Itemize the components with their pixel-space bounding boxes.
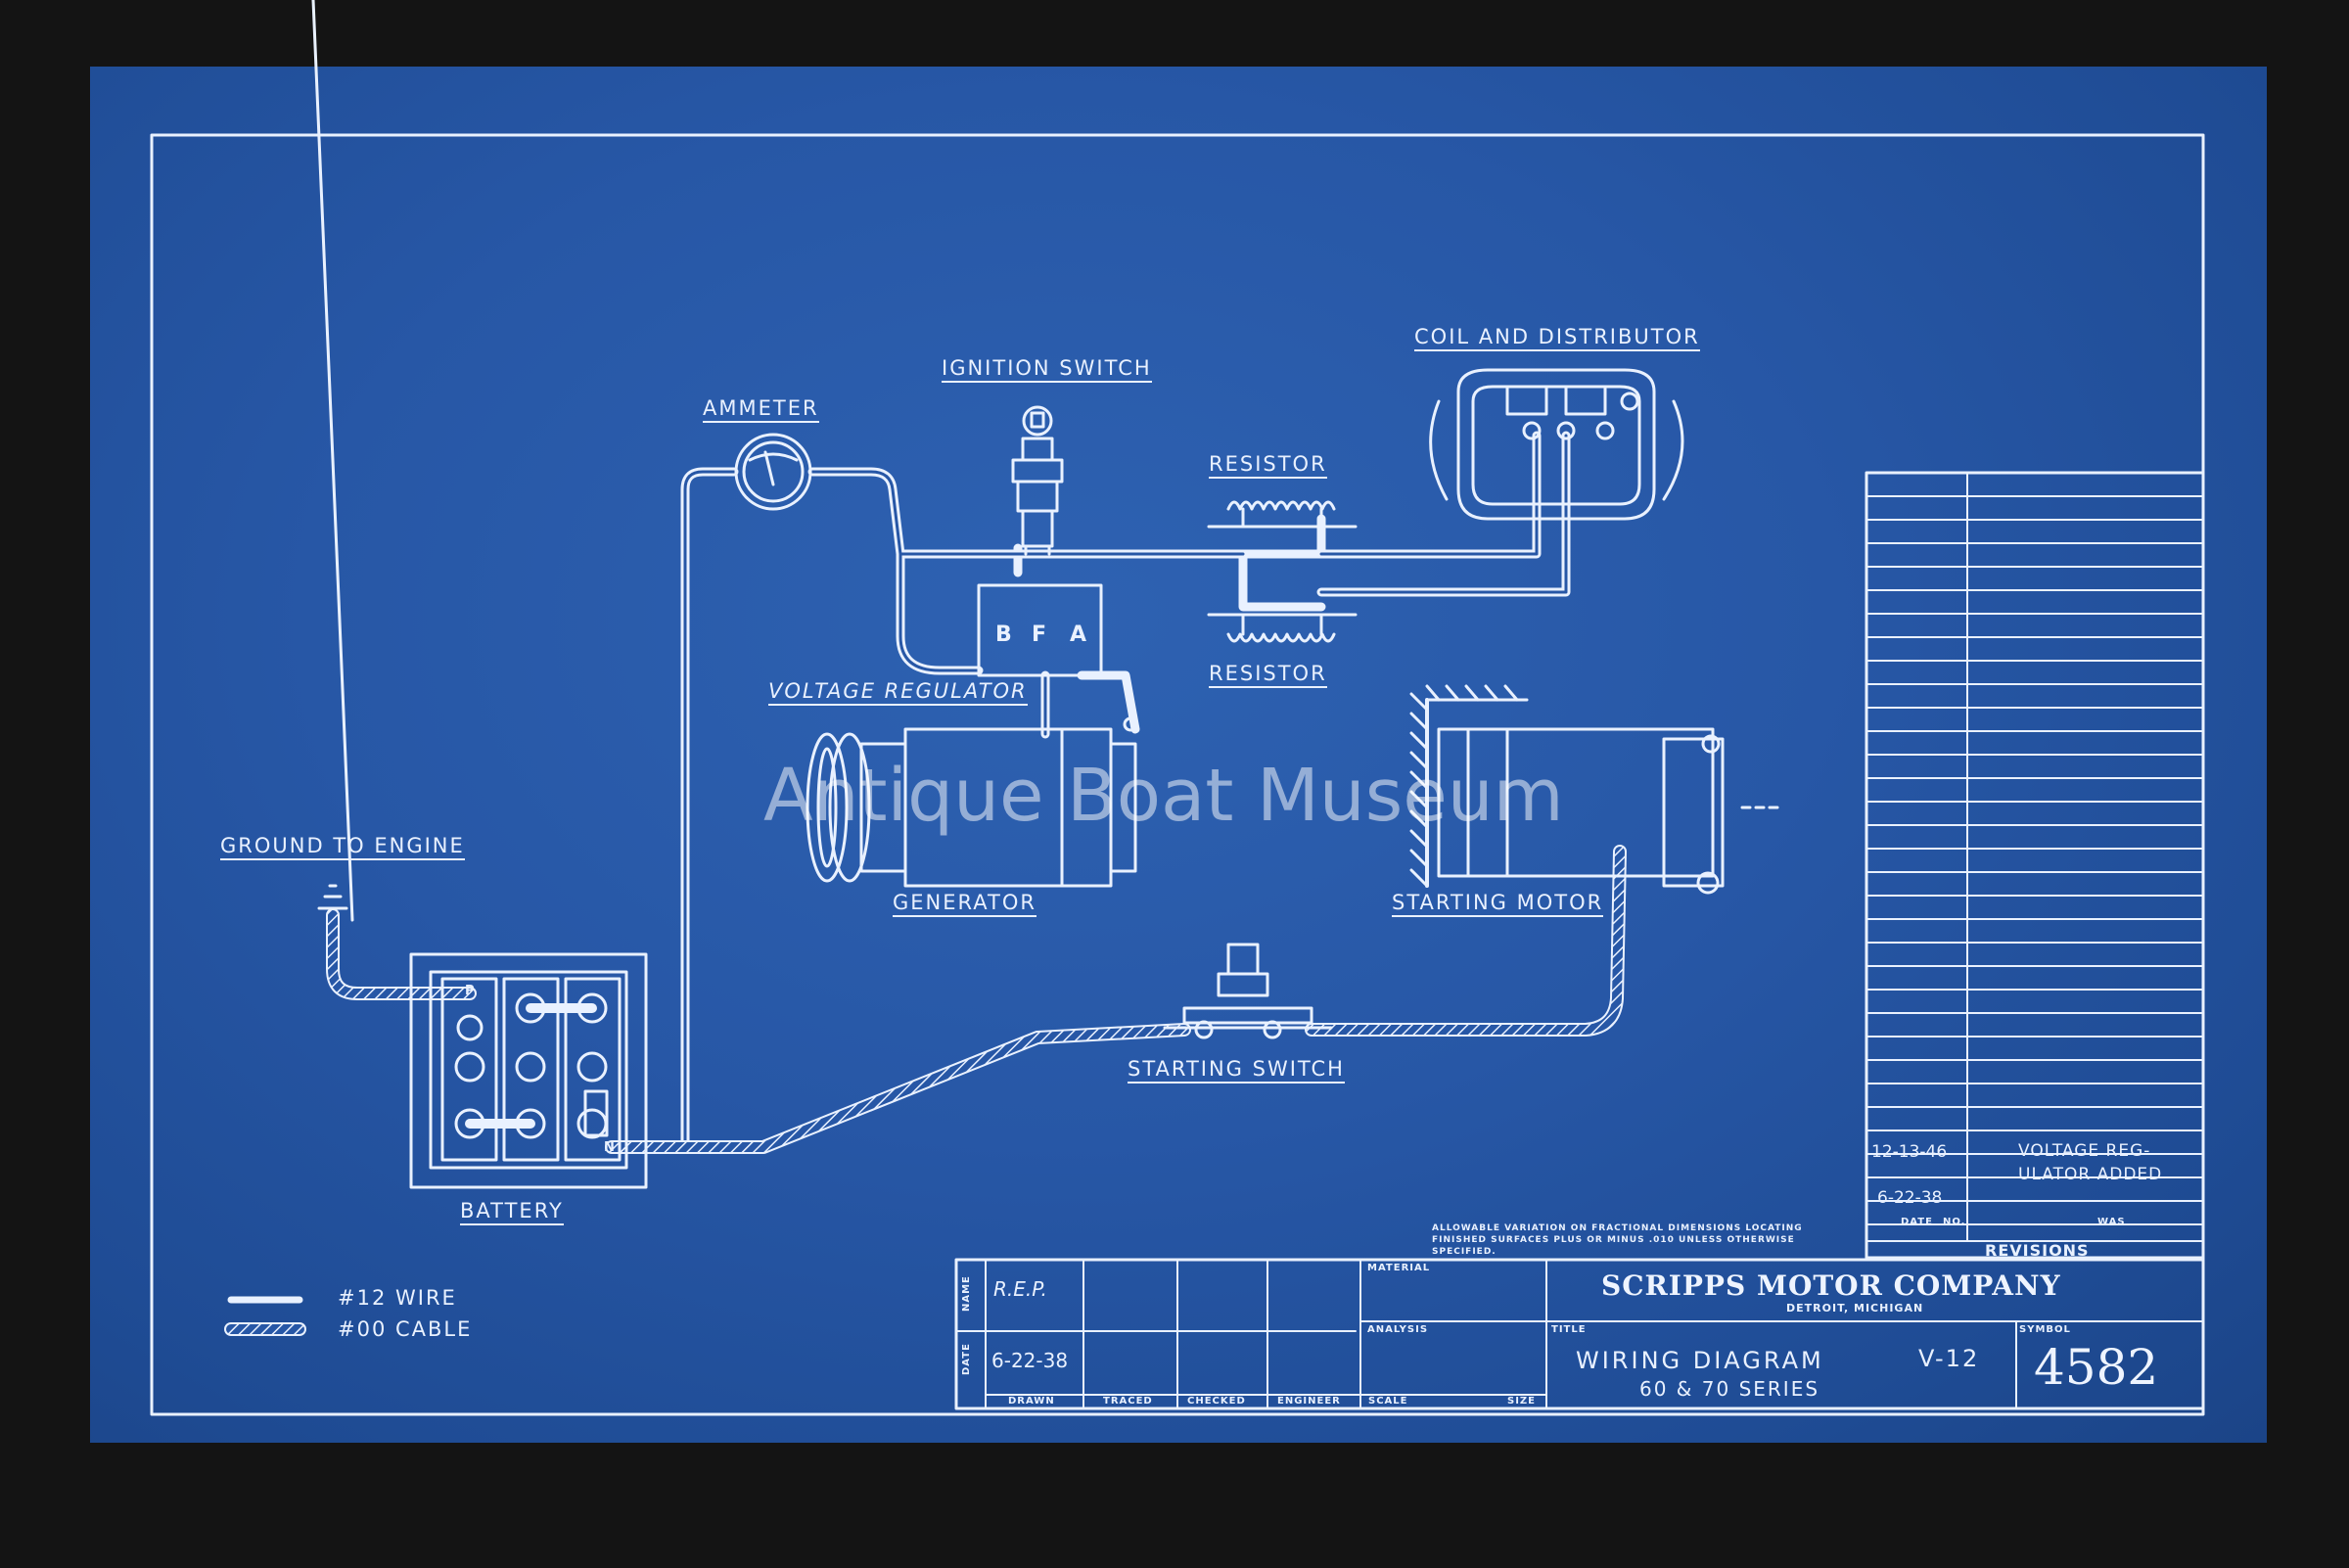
title-block-title-label: TITLE — [1551, 1324, 1587, 1335]
generator-symbol — [806, 716, 1138, 888]
regulator-terminal-b: B — [995, 623, 1012, 647]
revisions-heading: REVISIONS — [1985, 1241, 2090, 1260]
tolerance-note-line-2: FINISHED SURFACES PLUS OR MINUS .010 UNL… — [1432, 1235, 1795, 1245]
company-name: SCRIPPS MOTOR COMPANY — [1601, 1269, 2061, 1302]
coil-distributor-label: COIL AND DISTRIBUTOR — [1414, 325, 1700, 352]
ground-to-engine-label: GROUND TO ENGINE — [220, 834, 465, 861]
title-block-material-label: MATERIAL — [1367, 1263, 1431, 1273]
title-block-analysis-label: ANALYSIS — [1367, 1324, 1429, 1335]
legend-wire-label: #12 WIRE — [338, 1286, 457, 1310]
company-location: DETROIT, MICHIGAN — [1786, 1302, 1924, 1314]
title-block-col-size: SIZE — [1507, 1396, 1537, 1407]
battery-terminal-positive: P — [465, 984, 476, 998]
ignition-switch-label: IGNITION SWITCH — [942, 356, 1152, 384]
title-block-title-line-2: 60 & 70 SERIES — [1639, 1377, 1820, 1401]
resistor-bottom-symbol — [1207, 613, 1358, 643]
voltage-regulator-box — [977, 583, 1103, 677]
resistor-top-label: RESISTOR — [1209, 452, 1327, 480]
title-block-symbol-label: SYMBOL — [2019, 1324, 2071, 1335]
resistor-top-symbol — [1207, 500, 1358, 529]
ammeter-label: AMMETER — [703, 396, 819, 424]
revisions-col-date: DATE — [1901, 1217, 1933, 1227]
starting-motor-symbol — [1409, 684, 1783, 895]
regulator-terminal-f: F — [1032, 623, 1047, 647]
title-block-col-traced: TRACED — [1103, 1396, 1153, 1407]
revisions-col-no: NO. — [1943, 1217, 1966, 1227]
revision-note-1a: VOLTAGE REG- — [2018, 1141, 2151, 1161]
revision-note-1b: ULATOR ADDED — [2018, 1165, 2163, 1184]
voltage-regulator-label: VOLTAGE REGULATOR — [768, 679, 1028, 707]
title-block-grid — [954, 1258, 2205, 1410]
revision-date-1: 12-13-46 — [1871, 1142, 1948, 1162]
title-block-date-label: DATE — [961, 1343, 972, 1375]
generator-label: GENERATOR — [893, 891, 1036, 918]
title-block-title-model: V-12 — [1918, 1345, 1980, 1372]
starting-motor-label: STARTING MOTOR — [1392, 891, 1604, 918]
tolerance-note-line-1: ALLOWABLE VARIATION ON FRACTIONAL DIMENS… — [1432, 1223, 1803, 1233]
title-block-col-engineer: ENGINEER — [1277, 1396, 1341, 1407]
legend-cable-label: #00 CABLE — [338, 1317, 473, 1341]
drawing-symbol-number: 4582 — [2034, 1339, 2159, 1396]
ignition-switch-symbol — [1011, 405, 1064, 556]
battery-terminal-negative: N — [604, 1140, 616, 1155]
coil-distributor-symbol — [1429, 368, 1684, 521]
title-block-title-line-1: WIRING DIAGRAM — [1576, 1347, 1824, 1374]
regulator-terminal-a: A — [1070, 623, 1087, 647]
battery-label: BATTERY — [460, 1199, 564, 1226]
title-block-name-value: R.E.P. — [993, 1277, 1047, 1301]
revision-date-2: 6-22-38 — [1877, 1188, 1943, 1208]
title-block-date-value: 6-22-38 — [991, 1349, 1069, 1372]
title-block-name-label: NAME — [961, 1275, 972, 1312]
revisions-table-grid — [1865, 471, 2205, 1260]
ground-symbol — [311, 0, 354, 922]
museum-watermark: Antique Boat Museum — [763, 754, 1564, 838]
revisions-col-was: WAS — [2097, 1217, 2126, 1227]
ammeter-symbol — [734, 433, 812, 511]
cable-runs — [326, 845, 1627, 1154]
starting-switch-symbol — [1163, 943, 1333, 1039]
title-block-col-drawn: DRAWN — [1008, 1396, 1055, 1407]
resistor-bottom-label: RESISTOR — [1209, 662, 1327, 689]
battery-symbol — [409, 952, 648, 1189]
title-block-col-scale: SCALE — [1368, 1396, 1408, 1407]
title-block-col-checked: CHECKED — [1187, 1396, 1246, 1407]
starting-switch-label: STARTING SWITCH — [1128, 1057, 1345, 1084]
tolerance-note-line-3: SPECIFIED. — [1432, 1247, 1497, 1257]
